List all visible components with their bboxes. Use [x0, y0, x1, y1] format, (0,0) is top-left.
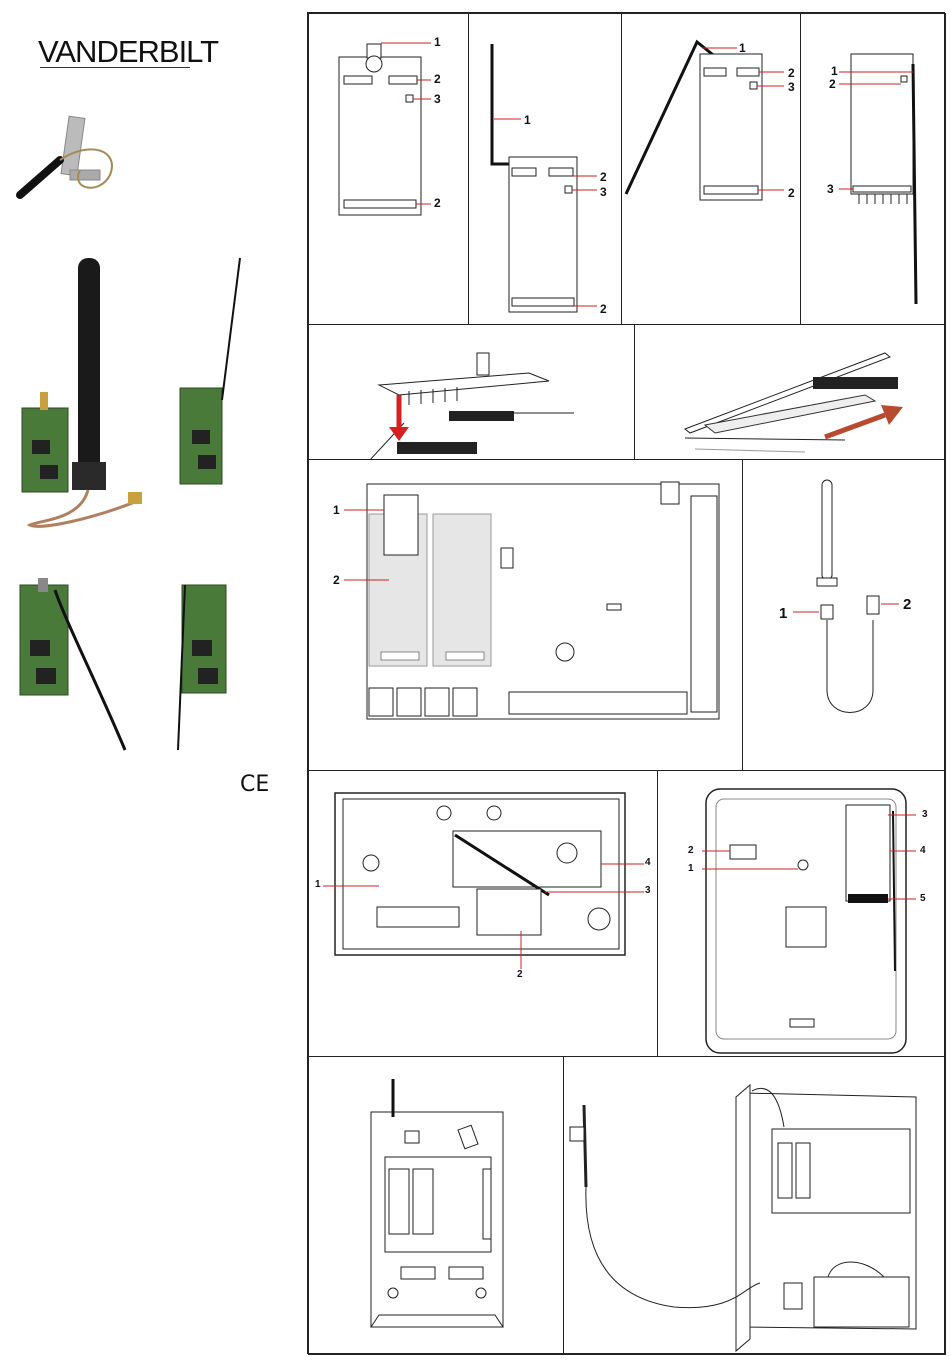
figure-housing-small: 1 4 3 2	[308, 770, 658, 1057]
callout-4: 4	[920, 845, 926, 856]
module-photo-3	[20, 578, 125, 750]
callout-2b: 2	[600, 302, 607, 316]
callout-1: 1	[315, 879, 321, 890]
illustration-grid: 1 2 3 2 1 2 3 2	[307, 12, 945, 1354]
callout-3: 3	[600, 185, 607, 199]
callout-1: 1	[524, 113, 531, 127]
ce-mark: CE	[240, 772, 269, 797]
figure-panel-board: 1 2	[308, 459, 743, 771]
callout-3: 3	[788, 80, 795, 94]
module-photo-2	[180, 258, 240, 484]
callout-2: 2	[517, 969, 523, 980]
callout-1: 1	[333, 503, 340, 517]
figure-insert-vertical	[308, 324, 635, 460]
callout-2: 2	[434, 72, 441, 86]
antenna-bracket-photo	[20, 116, 112, 195]
module-photo-4	[178, 585, 226, 750]
callout-2b: 2	[434, 196, 441, 210]
callout-3: 3	[434, 92, 441, 106]
callout-3: 3	[827, 182, 834, 196]
callout-1: 1	[779, 605, 787, 622]
figure-module-a: 1 2 3 2	[308, 13, 469, 325]
callout-2: 2	[829, 77, 836, 91]
callout-1: 1	[831, 64, 838, 78]
callout-2: 2	[903, 596, 911, 613]
figure-housing-large: 3 2 4 1 5	[657, 770, 946, 1057]
figure-module-c: 1 2 3 2	[621, 13, 801, 325]
callout-2: 2	[600, 170, 607, 184]
figure-insert-horizontal	[634, 324, 946, 460]
figure-antenna-kit: 1 2	[742, 459, 946, 771]
callout-4: 4	[645, 857, 651, 868]
callout-2: 2	[688, 845, 694, 856]
callout-3: 3	[645, 885, 651, 896]
callout-1: 1	[688, 863, 694, 874]
callout-2: 2	[788, 66, 795, 80]
callout-5: 5	[920, 893, 926, 904]
product-photos	[0, 0, 300, 780]
figure-module-b: 1 2 3 2	[468, 13, 622, 325]
callout-3: 3	[922, 809, 928, 820]
figure-installed-housing-open	[308, 1056, 564, 1355]
module-photo-1	[22, 392, 68, 492]
figure-installed-housing-kit	[563, 1056, 946, 1355]
figure-module-d: 1 2 3	[800, 13, 946, 325]
callout-1: 1	[739, 41, 746, 55]
callout-2b: 2	[788, 186, 795, 200]
callout-2: 2	[333, 573, 340, 587]
callout-1: 1	[434, 35, 441, 49]
